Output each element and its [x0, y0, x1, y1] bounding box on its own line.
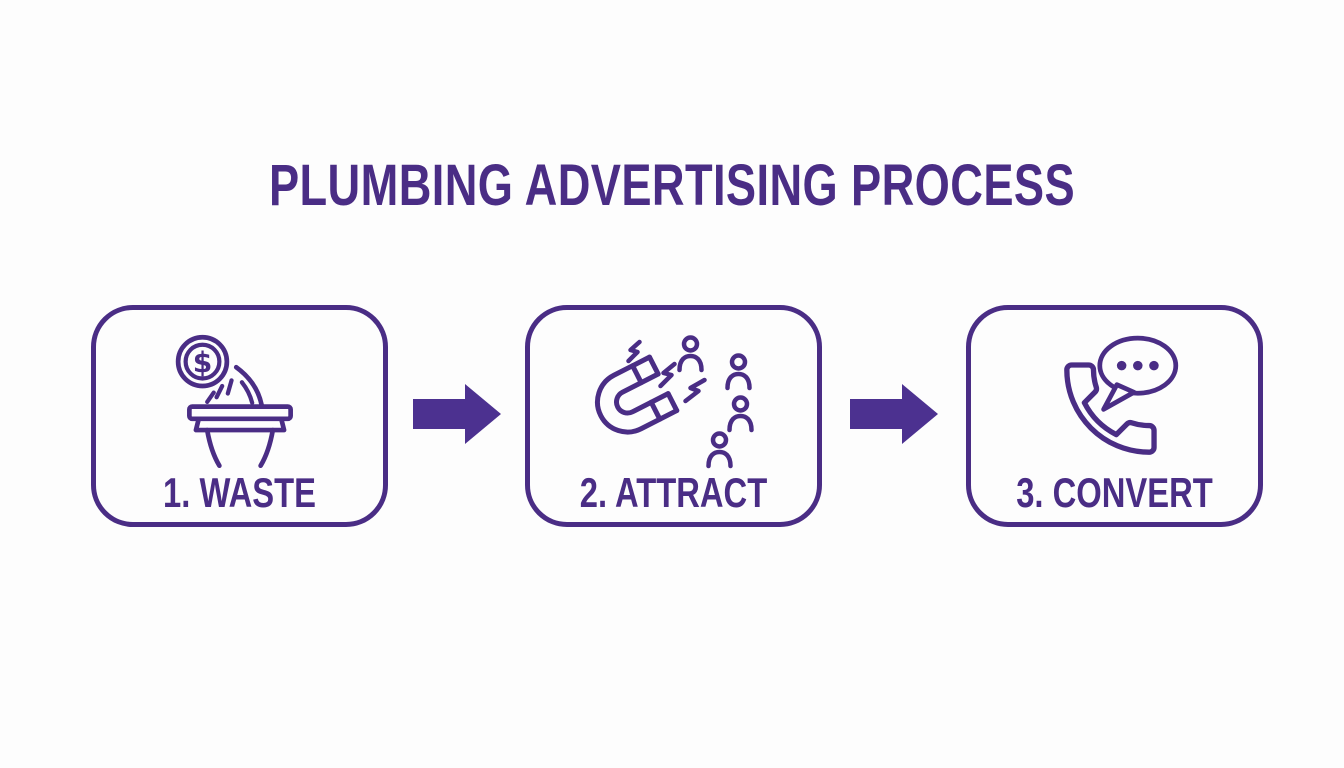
person-icon	[724, 353, 752, 391]
step-label-attract: 2. ATTRACT	[579, 469, 768, 516]
dollar-sign-glyph: $	[192, 346, 212, 379]
step-card-attract: 2. ATTRACT	[525, 305, 822, 527]
step-card-convert: 3. CONVERT	[966, 305, 1263, 527]
page-title: PLUMBING ADVERTISING PROCESS	[268, 153, 1076, 218]
magnet-attracting-leads-icon	[586, 322, 761, 472]
step-label-convert: 3. CONVERT	[1016, 469, 1213, 516]
phone-handset-icon	[1063, 362, 1157, 455]
step-card-waste: $ 1. WASTE	[91, 305, 388, 527]
person-icon	[726, 395, 754, 433]
phone-call-conversation-icon	[1039, 322, 1191, 472]
arrow-right-icon	[850, 384, 938, 444]
step-label-waste: 1. WASTE	[163, 469, 316, 516]
person-icon	[676, 335, 704, 373]
money-down-drain-icon: $	[165, 322, 315, 480]
lightning-bolt-icon	[625, 339, 707, 404]
magnet-icon	[594, 354, 679, 435]
speech-bubble-icon	[1096, 335, 1178, 412]
arrow-right-icon	[413, 384, 501, 444]
person-icon	[705, 431, 733, 469]
